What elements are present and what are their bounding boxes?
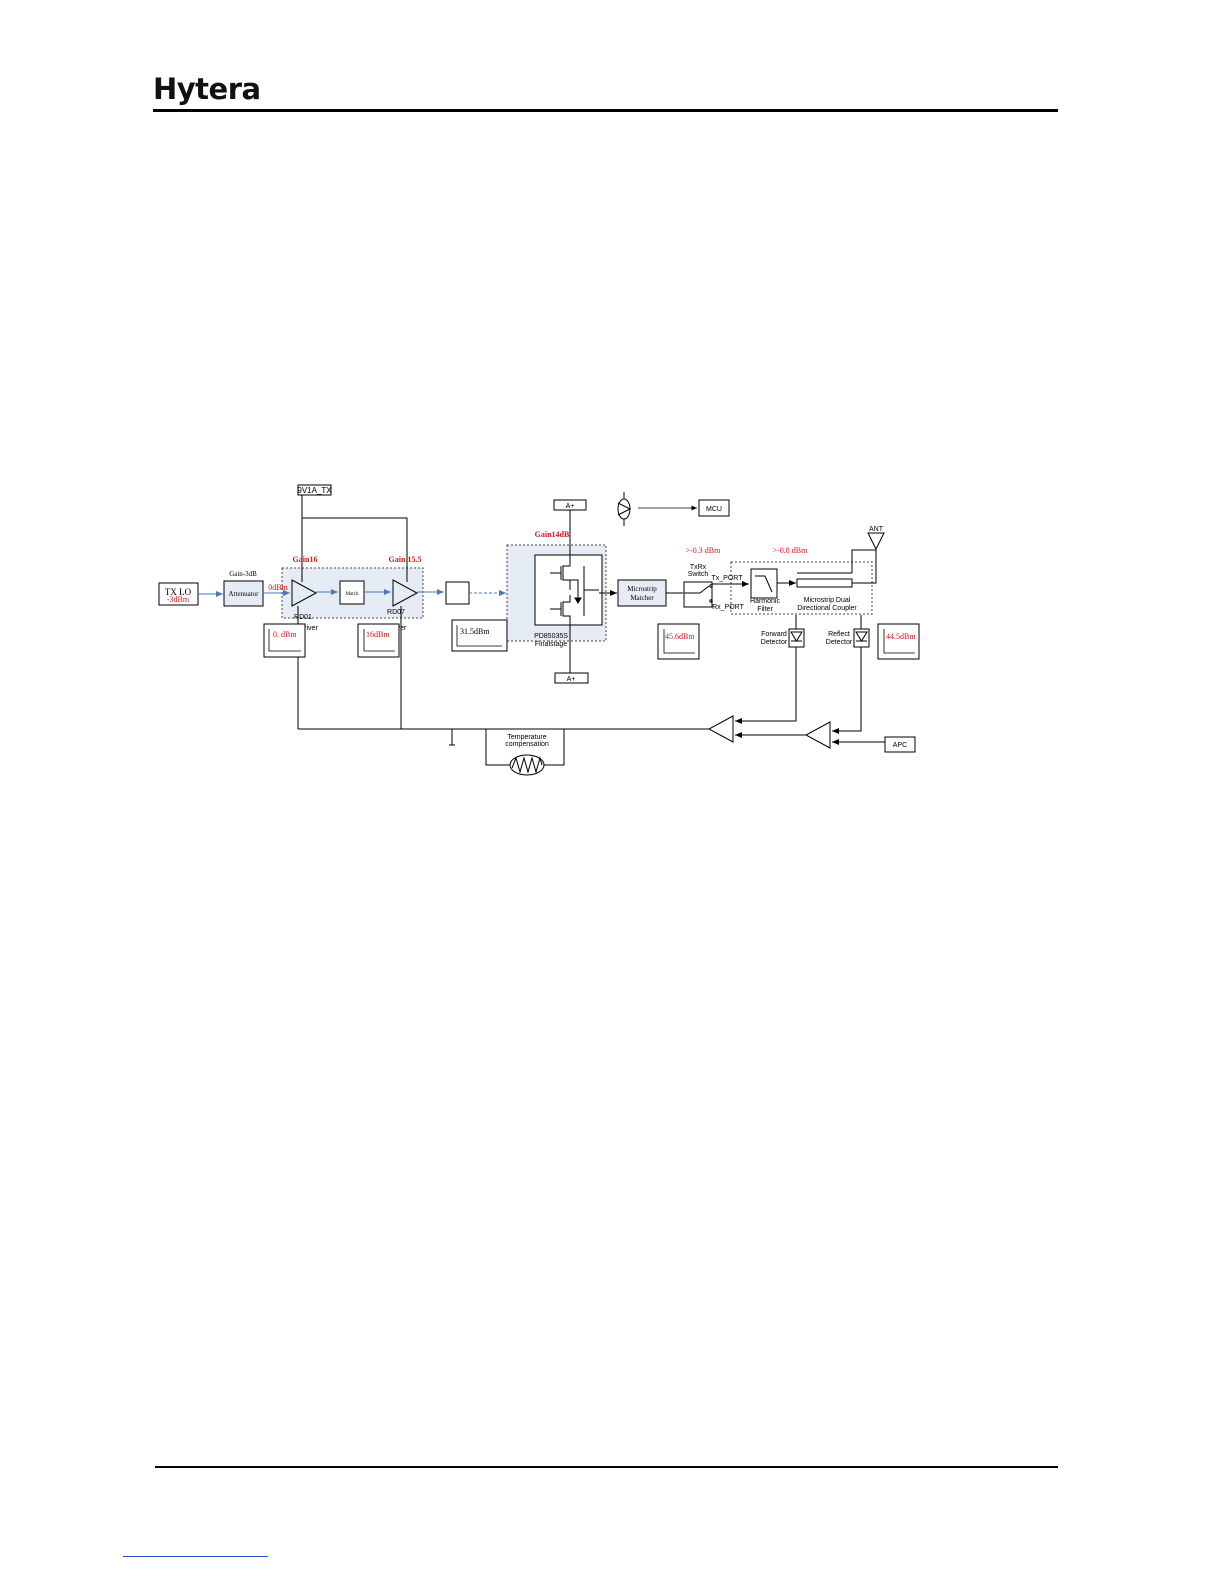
wire-antenna bbox=[872, 549, 877, 584]
rx-port-label: Rx_PORT bbox=[712, 604, 744, 611]
apc-error-amp-icon bbox=[804, 721, 831, 749]
spectrum-driver bbox=[357, 623, 400, 658]
spec-final-in-label: 31.5dBm bbox=[460, 627, 490, 636]
match-label: Match bbox=[346, 592, 359, 597]
wire-refl-to-amp bbox=[832, 647, 862, 734]
harm-line2: Filter bbox=[757, 606, 773, 613]
spec-predriver-label: 0. dBm bbox=[273, 630, 297, 639]
supply-9v-wire-driver bbox=[302, 517, 408, 582]
microstrip-matcher-box bbox=[617, 579, 667, 607]
thermistor-sensor-icon bbox=[617, 492, 632, 526]
supply-a-bottom-box bbox=[554, 672, 589, 684]
temp-line1: Temperature bbox=[507, 734, 546, 741]
brand-logo: Hytera bbox=[153, 72, 261, 106]
spectrum-matcher bbox=[657, 623, 700, 660]
level-0dbm: 0dBm bbox=[268, 583, 288, 592]
gain-final: Gain14dB bbox=[535, 530, 570, 539]
spec-matcher-label: 45.6dBm bbox=[665, 632, 695, 641]
coupler-line2: Directional Coupler bbox=[797, 605, 857, 612]
refl-line2: Detector bbox=[826, 639, 853, 646]
rd07-label: RD07 bbox=[387, 609, 405, 616]
supply-9v-label: 9V1A_TX bbox=[297, 486, 332, 495]
spectrum-antenna bbox=[877, 623, 920, 660]
apc-compare-amp-icon bbox=[707, 715, 734, 743]
matcher-line1: Microstrip bbox=[627, 585, 657, 593]
mcu-box bbox=[698, 499, 730, 517]
tx-lo-label: TX LO bbox=[165, 587, 192, 597]
apc-box bbox=[884, 736, 916, 753]
supply-a-bottom-label: A+ bbox=[567, 676, 576, 683]
lowpass-filter-icon bbox=[755, 575, 773, 593]
ant-label: ANT bbox=[869, 526, 884, 533]
antenna-icon bbox=[867, 532, 885, 551]
loss-coupler: >-0.8 dBm bbox=[773, 546, 809, 555]
final-part-label: PD85035S bbox=[534, 633, 568, 640]
wire-fwd-to-amp bbox=[735, 647, 797, 724]
coupler-line1: Microstrip Dual bbox=[804, 597, 851, 604]
switch-contacts-icon bbox=[684, 584, 713, 603]
rd07-amplifier-icon bbox=[392, 579, 419, 607]
txrx-line2: Switch bbox=[688, 571, 709, 578]
spec-ant-label: 44.5dBm bbox=[886, 632, 916, 641]
footer-rule bbox=[155, 1466, 1058, 1468]
txrx-switch-box bbox=[683, 581, 713, 608]
txrx-line1: TxRx bbox=[690, 564, 707, 571]
supply-a-top-label: A+ bbox=[566, 503, 575, 510]
spectrum-final-in bbox=[451, 619, 508, 652]
apc-label: APC bbox=[893, 742, 907, 749]
finalstage-label: Finalstage bbox=[535, 641, 567, 648]
ground-icon bbox=[449, 729, 455, 746]
spectrum-predriver bbox=[263, 623, 306, 658]
coupler-main-line bbox=[796, 578, 853, 588]
mosfet-pair-icon bbox=[550, 555, 599, 625]
tx-port-label: Tx_PORT bbox=[712, 575, 744, 582]
refl-line1: Reflect bbox=[828, 631, 850, 638]
rd01-label: RD01 bbox=[294, 614, 312, 621]
wire-coupler-reflect bbox=[851, 549, 876, 573]
fwd-line2: Detector bbox=[761, 639, 788, 646]
loss-switch: >-0.3 dBm bbox=[686, 546, 722, 555]
att-gain-label: Gain-3dB bbox=[229, 570, 257, 578]
reflect-detector-icon bbox=[853, 628, 870, 648]
coupler-region bbox=[730, 561, 873, 615]
harm-line1: Harmonic bbox=[750, 598, 780, 605]
matcher-line2: Matcher bbox=[630, 594, 654, 602]
harmonic-filter-box bbox=[750, 568, 778, 599]
header-rule bbox=[153, 109, 1058, 112]
tx-lo-level: -3dBm bbox=[167, 595, 190, 604]
footer-link-underline[interactable] bbox=[123, 1556, 268, 1557]
temp-line2: compensation bbox=[505, 741, 549, 748]
spec-driver-label: 16dBm bbox=[366, 630, 390, 639]
fwd-line1: Forward bbox=[761, 631, 787, 638]
interstage-box bbox=[445, 581, 470, 605]
rd01-amplifier-icon bbox=[291, 579, 318, 607]
attenuator-label: Attenuator bbox=[229, 590, 260, 598]
mcu-label: MCU bbox=[706, 506, 722, 513]
forward-detector-icon bbox=[788, 628, 805, 648]
thermistor-icon bbox=[486, 754, 564, 776]
gain-rd01: Gain16 bbox=[293, 555, 318, 564]
gain-rd07: Gain 15.5 bbox=[389, 555, 422, 564]
supply-9v-box bbox=[297, 484, 332, 496]
